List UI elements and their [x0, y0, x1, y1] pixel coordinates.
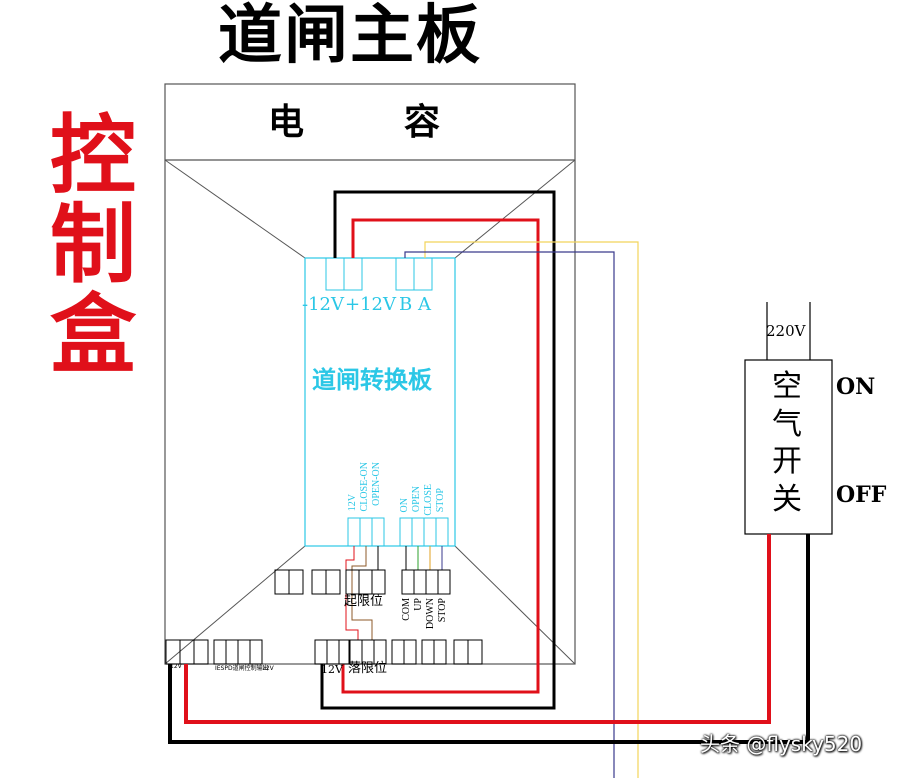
pin-close: CLOSE — [423, 484, 434, 516]
page-title: 道闸主板 — [218, 0, 482, 73]
converter-top-terminals — [325, 257, 433, 291]
switch-off-label: OFF — [836, 482, 887, 508]
mainboard-terminals-row2 — [165, 639, 483, 665]
control-box-label: 控制盒 — [50, 106, 136, 385]
middle-12v-label: 12V — [321, 663, 343, 676]
diag-top-left — [164, 159, 306, 259]
diag-bottom-left — [164, 545, 306, 665]
diag-bottom-right — [454, 545, 576, 665]
red-12v-loop — [341, 218, 540, 694]
pin-stop: STOP — [435, 488, 446, 513]
port-b: B — [399, 294, 413, 315]
blue-signal-wire — [404, 251, 615, 778]
pin-open: OPEN — [411, 486, 422, 513]
ctrl-pin-stop: STOP — [437, 598, 448, 623]
air-switch-label: 空气开关 — [772, 369, 802, 517]
ctrl-pin-down: DOWN — [425, 598, 436, 630]
ctrl-pin-com: COM — [401, 598, 412, 621]
upper-limit-label: 起限位 — [344, 594, 384, 609]
diag-top-right — [454, 159, 576, 259]
main-black-wire — [168, 534, 810, 744]
port-a: A — [418, 294, 431, 315]
internal-wires — [345, 546, 443, 640]
switch-on-label: ON — [836, 374, 876, 400]
left-small-label: 12V — [262, 665, 274, 672]
left-12v-label: 12V — [170, 663, 182, 670]
pin-on: ON — [399, 498, 410, 513]
pin-12v: 12V — [347, 494, 358, 512]
converter-name: 道闸转换板 — [312, 366, 432, 394]
lower-limit-label: 落限位 — [348, 661, 388, 676]
black-12v-loop — [320, 190, 556, 710]
capacitor-label: 电容 — [268, 104, 444, 140]
port-minus12v: -12V — [302, 294, 344, 315]
remote-port-label: IESPD道闸控制输出 — [215, 665, 269, 672]
air-switch-box — [744, 359, 833, 535]
main-red-wire — [184, 534, 771, 724]
capacitor-label-2: 容 — [404, 101, 445, 143]
input-voltage-label: 220V — [766, 322, 806, 340]
ctrl-pin-up: UP — [413, 598, 424, 611]
mainboard-terminals-row1 — [274, 569, 451, 595]
yellow-signal-wire — [424, 241, 639, 778]
capacitor-label-1: 电 — [268, 101, 309, 143]
port-plus12v: +12V — [345, 294, 396, 315]
watermark: 头条 @flysky520 — [700, 732, 863, 756]
pin-close-on: CLOSE-ON — [359, 462, 370, 512]
pin-open-on: OPEN-ON — [371, 462, 382, 506]
converter-bottom-terminals — [347, 517, 449, 547]
